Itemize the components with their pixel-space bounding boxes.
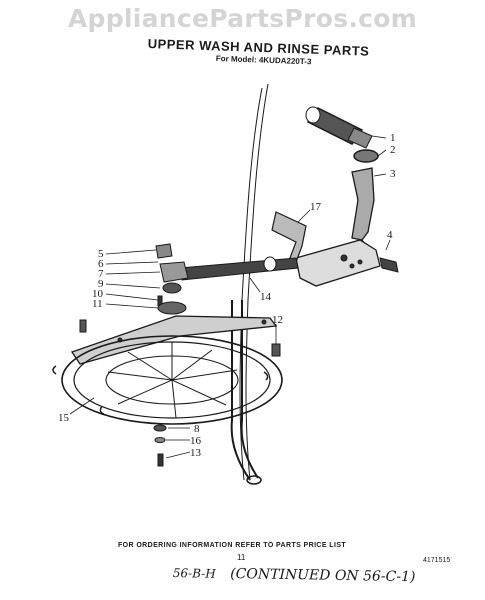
callout-6: 6 [98, 258, 104, 270]
upper-tube [305, 106, 373, 149]
callout-4: 4 [387, 229, 393, 241]
callout-labels: 1 2 3 4 5 6 7 9 10 11 12 14 15 17 8 16 1… [58, 132, 396, 459]
reference-code: 4171515 [423, 557, 451, 564]
horizontal-tube [179, 256, 299, 281]
ordering-note: FOR ORDERING INFORMATION REFER TO PARTS … [118, 542, 347, 549]
hub-stack [155, 243, 189, 315]
callout-13: 13 [190, 447, 202, 459]
callout-11: 11 [92, 298, 103, 310]
callout-16: 16 [190, 435, 202, 447]
handwritten-code: 56-B-H [172, 565, 216, 581]
page-number: 11 [237, 553, 246, 562]
callout-8: 8 [194, 423, 200, 435]
callout-5: 5 [98, 248, 104, 260]
callout-3: 3 [390, 168, 396, 180]
callout-10: 10 [92, 288, 104, 300]
callout-15: 15 [58, 412, 70, 424]
callout-12: 12 [272, 314, 283, 326]
callout-1: 1 [390, 132, 396, 144]
handwritten-continued: (CONTINUED ON 56-C-1) [230, 566, 416, 586]
rack-wheel [61, 335, 283, 425]
callout-7: 7 [98, 268, 104, 280]
callout-9: 9 [98, 278, 104, 290]
manifold [295, 239, 399, 287]
callout-2: 2 [390, 144, 396, 156]
watermark: AppliancePartsPros.com [67, 4, 418, 33]
leader-lines [69, 135, 391, 459]
spray-arm [70, 315, 278, 365]
feed-tube [239, 87, 263, 481]
callout-17: 17 [310, 201, 322, 213]
callout-14: 14 [260, 291, 272, 303]
ring-part [353, 149, 379, 163]
